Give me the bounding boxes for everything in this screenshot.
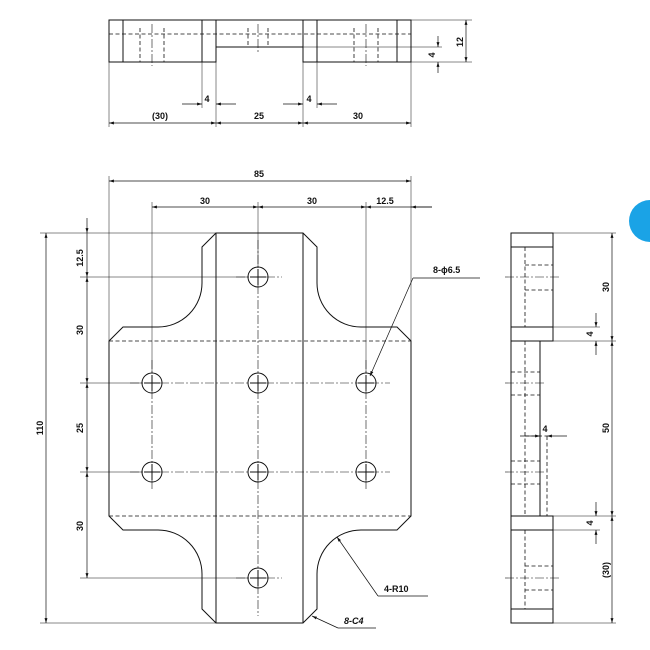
dim-front-30-a: 30: [200, 196, 210, 206]
hole: [355, 372, 377, 394]
dim-front-v-30-top: 30: [75, 325, 85, 335]
dim-top-30: 30: [353, 111, 363, 121]
side-view: 30 4 50 4 4 (30): [505, 232, 616, 624]
hole: [247, 266, 269, 288]
hole: [247, 567, 269, 589]
dim-side-50: 50: [601, 423, 611, 433]
dim-side-4-top: 4: [585, 331, 595, 336]
dim-top-30-ref: (30): [152, 111, 168, 121]
dim-top-gap-left: 4: [204, 94, 209, 104]
dim-front-v-12-5: 12.5: [75, 249, 85, 267]
dim-top-4: 4: [427, 52, 437, 57]
hole: [141, 461, 163, 483]
callout-holes: 8-ϕ6.5: [433, 265, 460, 275]
dim-front-85: 85: [254, 169, 264, 179]
side-tab[interactable]: [629, 200, 650, 242]
dim-front-30-b: 30: [307, 196, 317, 206]
hole: [247, 461, 269, 483]
callout-radius: 4-R10: [384, 584, 409, 594]
dim-side-30-ref: (30): [601, 562, 611, 578]
top-view: 12 4 (30) 25 30 4 4: [108, 19, 472, 127]
dim-top-gap-right: 4: [306, 94, 311, 104]
hole: [141, 372, 163, 394]
dim-top-25: 25: [254, 111, 264, 121]
callout-chamfer: 8-C4: [344, 616, 364, 626]
dim-top-12: 12: [455, 37, 465, 47]
hole: [247, 372, 269, 394]
dim-side-thickness: 4: [542, 424, 547, 434]
dim-front-12-5: 12.5: [376, 196, 394, 206]
dim-front-v-25: 25: [75, 423, 85, 433]
dim-side-30: 30: [601, 282, 611, 292]
dim-front-110: 110: [35, 421, 45, 436]
dim-side-4-bottom: 4: [585, 520, 595, 525]
dim-front-v-30-bottom: 30: [75, 521, 85, 531]
front-view: 85 30 30 12.5 110 12.5 30 25 30 8-ϕ6.5 4…: [35, 169, 480, 629]
hole: [355, 461, 377, 483]
